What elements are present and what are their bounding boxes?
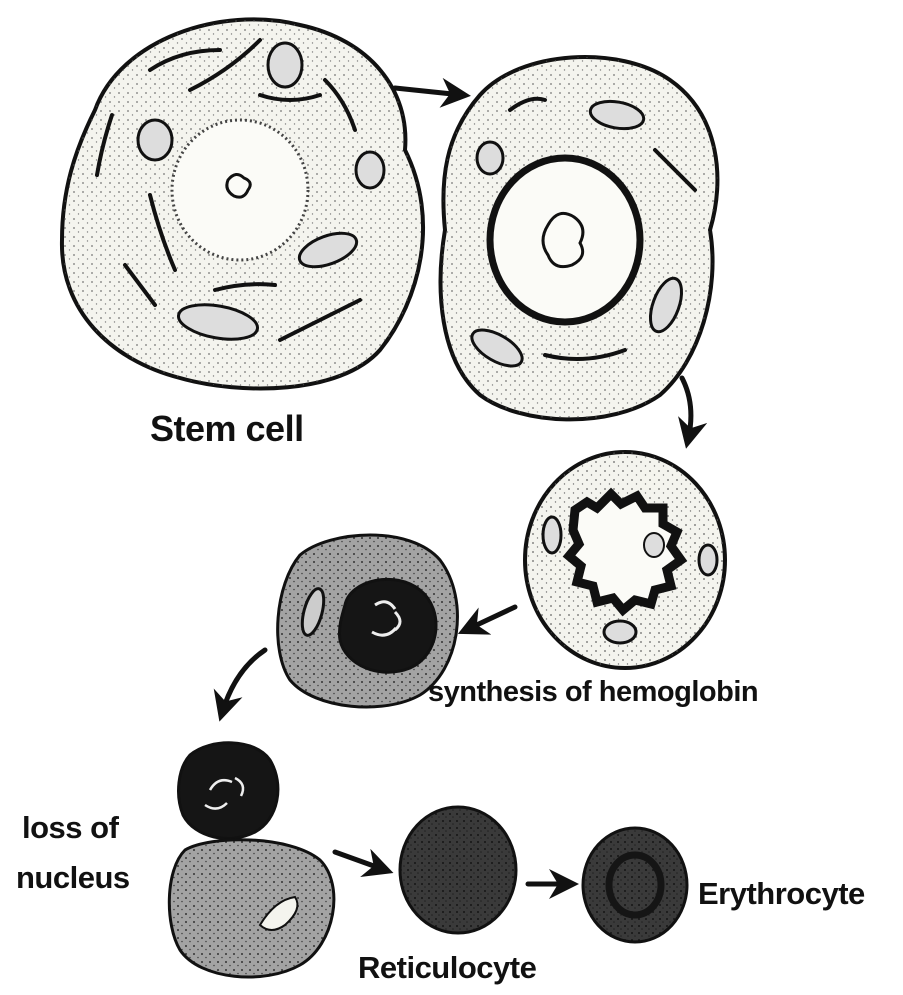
mitochondrion (543, 517, 561, 553)
enucleating-cell-body (169, 840, 334, 977)
loss-of-nucleus-label-line2: nucleus (16, 860, 130, 896)
extruded-nucleus (179, 743, 278, 839)
erythrocyte (583, 828, 687, 942)
polychromatic-erythroblast-nucleus (339, 579, 436, 672)
stem-cell-label: Stem cell (150, 408, 304, 450)
erythrocyte-label: Erythrocyte (698, 876, 865, 912)
reticulocyte-label: Reticulocyte (358, 950, 536, 986)
mitochondrion (604, 621, 636, 643)
proerythroblast (441, 57, 718, 419)
arrow-basophilic-to-polychromatic (466, 607, 515, 630)
arrow-polychromatic-to-orthochromatic (222, 650, 265, 713)
mitochondrion (356, 152, 384, 188)
erythrocyte-cell (583, 828, 687, 942)
reticulocyte-cell (400, 807, 516, 933)
mitochondrion (268, 43, 302, 87)
mitochondrion (477, 142, 503, 174)
arrow-stem-to-proerythroblast (395, 88, 462, 95)
orthochromatic-erythroblast (169, 743, 334, 977)
stem-cell-nucleus (172, 120, 308, 260)
loss-of-nucleus-label-line1: loss of (22, 810, 118, 846)
arrow-orthochromatic-to-reticulocyte (335, 852, 385, 870)
mitochondrion (699, 545, 717, 575)
basophilic-erythroblast (525, 452, 725, 668)
mitochondrion (138, 120, 172, 160)
arrow-proerythroblast-to-basophilic (682, 378, 691, 440)
hemoglobin-synthesis-label: synthesis of hemoglobin (428, 676, 758, 709)
stem-cell (62, 19, 423, 388)
reticulocyte (400, 807, 516, 933)
proerythroblast-nucleus (490, 158, 640, 322)
